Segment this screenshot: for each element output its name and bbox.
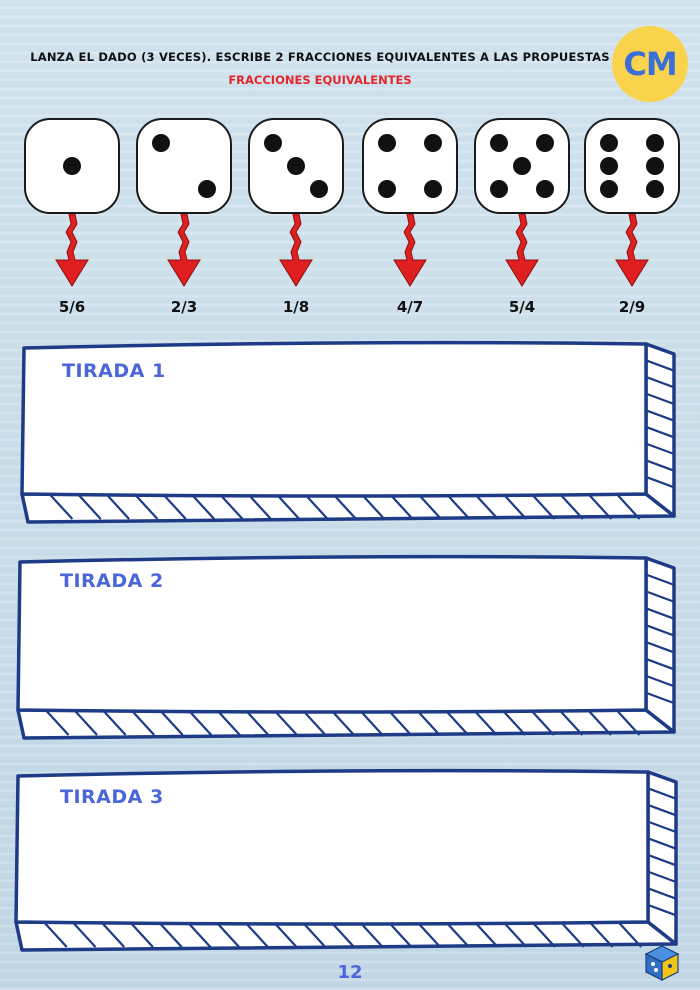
dice-logo-icon — [644, 945, 680, 981]
page-number: 12 — [337, 962, 363, 983]
die-pip — [600, 157, 618, 175]
die-pip — [264, 134, 282, 152]
box-label-1: TIRADA 1 — [62, 360, 166, 382]
die-face-4 — [362, 118, 458, 214]
die-pip — [513, 157, 531, 175]
answer-box-2[interactable]: TIRADA 2 — [10, 550, 686, 748]
dice-row: 5/6 2/3 1/8 4/7 5/4 2/9 — [0, 118, 700, 328]
red-arrow-icon — [55, 214, 89, 287]
red-arrow-icon — [505, 214, 539, 287]
box-frame-3 — [14, 768, 678, 952]
die-face-1 — [24, 118, 120, 214]
die-pip — [490, 180, 508, 198]
fraction-label: 5/4 — [508, 298, 536, 316]
answer-box-3[interactable]: TIRADA 3 — [8, 764, 688, 960]
red-arrow-icon — [393, 214, 427, 287]
red-arrow-icon — [615, 214, 649, 287]
die-face-6 — [584, 118, 680, 214]
fraction-label: 2/9 — [618, 298, 646, 316]
die-pip — [287, 157, 305, 175]
badge-text: CM — [623, 45, 677, 83]
die-pip — [63, 157, 81, 175]
box-label-2: TIRADA 2 — [60, 570, 164, 592]
die-face-3 — [248, 118, 344, 214]
die-pip — [646, 180, 664, 198]
box-frame-1 — [20, 340, 676, 524]
die-pip — [536, 180, 554, 198]
die-face-2 — [136, 118, 232, 214]
box-label-3: TIRADA 3 — [60, 786, 164, 808]
die-pip — [536, 134, 554, 152]
fraction-label: 5/6 — [58, 298, 86, 316]
answer-box-1[interactable]: TIRADA 1 — [14, 336, 686, 532]
die-pip — [600, 134, 618, 152]
die-pip — [646, 157, 664, 175]
fraction-label: 4/7 — [396, 298, 424, 316]
instruction-text: LANZA EL DADO (3 VECES). ESCRIBE 2 FRACC… — [30, 50, 610, 64]
die-pip — [198, 180, 216, 198]
die-pip — [490, 134, 508, 152]
header: LANZA EL DADO (3 VECES). ESCRIBE 2 FRACC… — [0, 50, 640, 87]
level-badge: CM — [612, 26, 688, 102]
die-pip — [424, 134, 442, 152]
die-pip — [152, 134, 170, 152]
fraction-label: 1/8 — [282, 298, 310, 316]
die-pip — [424, 180, 442, 198]
red-arrow-icon — [279, 214, 313, 287]
die-pip — [600, 180, 618, 198]
die-face-5 — [474, 118, 570, 214]
box-frame-2 — [16, 554, 676, 740]
die-pip — [378, 134, 396, 152]
die-pip — [646, 134, 664, 152]
die-pip — [310, 180, 328, 198]
die-pip — [378, 180, 396, 198]
subtitle-text: FRACCIONES EQUIVALENTES — [228, 73, 412, 87]
red-arrow-icon — [167, 214, 201, 287]
fraction-label: 2/3 — [170, 298, 198, 316]
